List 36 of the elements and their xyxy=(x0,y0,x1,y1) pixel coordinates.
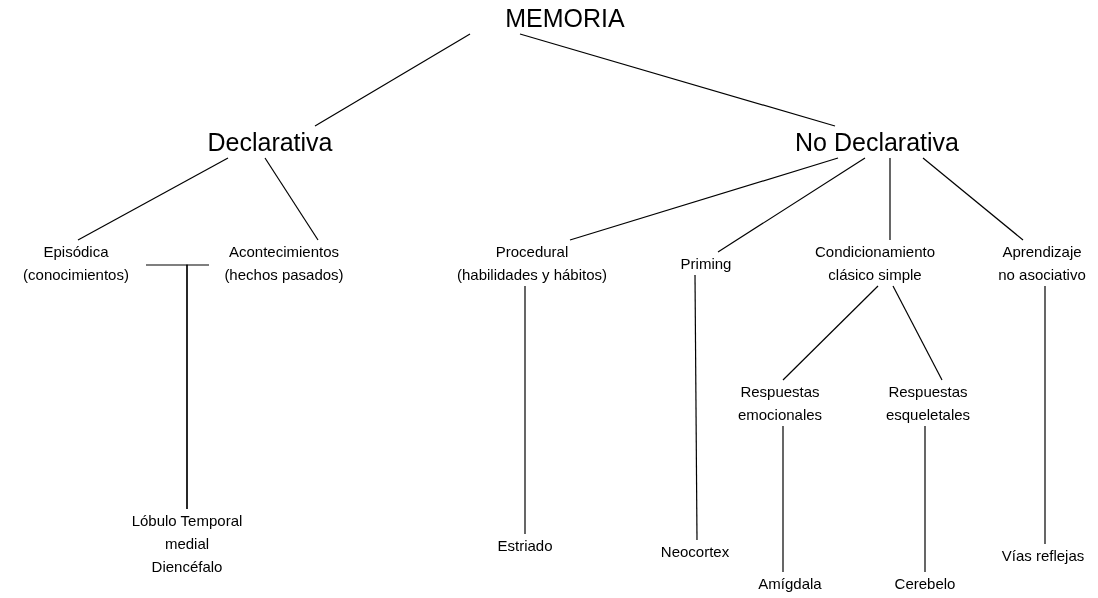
node-label: Respuestas emocionales xyxy=(736,382,824,425)
connector-line xyxy=(314,33,471,127)
node-label: Procedural xyxy=(495,242,569,262)
connector-line xyxy=(186,264,210,510)
node-label: Respuestas esqueletales xyxy=(884,382,972,425)
node-label: Aprendizaje no asociativo xyxy=(997,242,1087,285)
node-label: Vías reflejas xyxy=(1001,546,1085,566)
node-label: Priming xyxy=(680,254,732,274)
connector-line xyxy=(892,285,943,381)
node-label: Amígdala xyxy=(758,574,822,594)
connector-line xyxy=(264,157,319,241)
heading-label: Declarativa xyxy=(207,127,333,158)
connector-line xyxy=(782,425,784,573)
heading-label: MEMORIA xyxy=(505,3,625,34)
connector-line xyxy=(1044,285,1046,545)
node-label: Neocortex xyxy=(660,542,730,562)
connector-line xyxy=(569,157,839,241)
connector-line xyxy=(782,285,879,381)
node-label: Estriado xyxy=(497,536,553,556)
connector-line xyxy=(889,157,891,241)
connector-line xyxy=(922,157,1024,241)
connector-line xyxy=(717,157,866,253)
node-label: (habilidades y hábitos) xyxy=(456,265,608,285)
node-label: Condicionamiento clásico simple xyxy=(813,242,937,285)
node-label: Acontecimientos xyxy=(228,242,340,262)
node-label: (hechos pasados) xyxy=(224,265,344,285)
connector-line xyxy=(924,425,926,573)
connector-line xyxy=(524,285,526,535)
connector-line xyxy=(77,157,229,241)
node-label: Lóbulo Temporal medial Diencéfalo xyxy=(130,511,244,577)
node-label: (conocimientos) xyxy=(23,265,129,285)
connector-line xyxy=(519,33,836,127)
node-label: Episódica xyxy=(43,242,109,262)
connector-line xyxy=(694,274,698,541)
heading-label: No Declarativa xyxy=(795,127,959,158)
node-label: Cerebelo xyxy=(894,574,956,594)
